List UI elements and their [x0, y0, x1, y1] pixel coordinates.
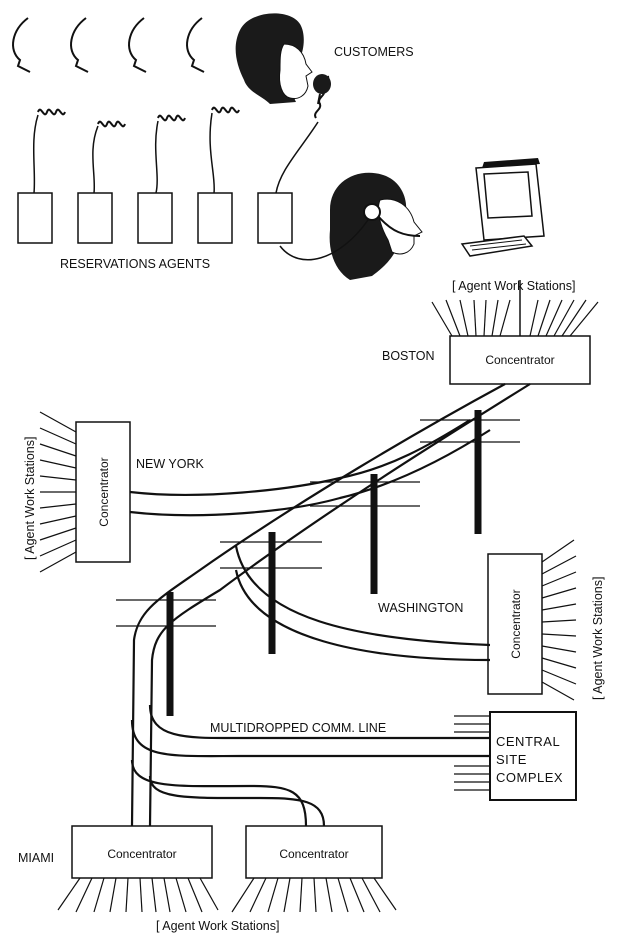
central-site-line3: COMPLEX	[496, 770, 563, 785]
miami-concentrator-label: Concentrator	[107, 847, 176, 861]
central-site-line2: SITE	[496, 752, 527, 767]
miami-label: MIAMI	[18, 851, 54, 865]
multidropped-line-label: MULTIDROPPED COMM. LINE	[210, 721, 386, 735]
customer-outline-1	[12, 17, 31, 73]
headset-agent-icon	[279, 172, 423, 280]
telephone-poles	[116, 410, 520, 716]
reservations-agents-label: RESERVATIONS AGENTS	[60, 257, 210, 271]
new-york-concentrator	[75, 421, 131, 563]
agent-work-stations-left-label: [ Agent Work Stations]	[23, 437, 37, 560]
customer-outline-2	[70, 17, 89, 73]
customer-face-icon	[235, 13, 331, 105]
washington-concentrator-label: Concentrator	[509, 589, 523, 658]
new-york-concentrator-label: Concentrator	[97, 457, 111, 526]
washington-station-lines	[541, 539, 577, 701]
agent-boxes	[17, 192, 293, 244]
boston-concentrator-label: Concentrator	[485, 353, 554, 367]
second-concentrator-label: Concentrator	[279, 847, 348, 861]
agent-work-stations-right-label: [ Agent Work Stations]	[591, 577, 605, 700]
customers-label: CUSTOMERS	[334, 45, 414, 59]
second-station-lines	[231, 877, 397, 913]
miami-station-lines	[57, 877, 219, 913]
boston-concentrator	[449, 335, 591, 385]
phone-cords	[32, 112, 319, 194]
customers-group: CUSTOMERS RESERVATIONS AGENTS	[12, 13, 545, 280]
terminal-icon	[460, 158, 545, 257]
boston-station-lines	[431, 299, 599, 337]
new-york-label: NEW YORK	[136, 457, 204, 471]
washington-concentrator	[487, 553, 543, 695]
boston-label: BOSTON	[382, 349, 435, 363]
miami-concentrator	[71, 825, 213, 879]
agent-work-stations-top-label: [ Agent Work Stations]	[452, 279, 575, 293]
customer-outline-3	[128, 17, 147, 73]
customer-outline-4	[186, 17, 205, 73]
central-site-connector-lines	[454, 715, 490, 791]
agent-work-stations-bottom-label: [ Agent Work Stations]	[156, 919, 279, 933]
central-site-complex-box	[489, 711, 577, 801]
comm-lines	[129, 383, 531, 827]
washington-label: WASHINGTON	[378, 601, 463, 615]
central-site-line1: CENTRAL	[496, 734, 560, 749]
new-york-station-lines	[39, 411, 77, 573]
